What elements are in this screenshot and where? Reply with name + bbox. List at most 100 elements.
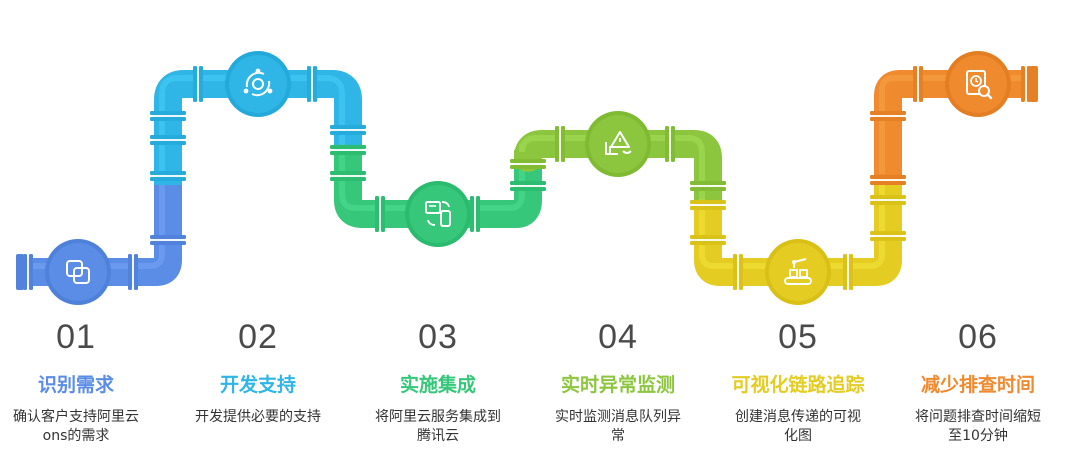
step-3-node <box>405 181 471 247</box>
pipe-ring-gap-10 <box>332 149 364 151</box>
pipe-ring-gap-11 <box>332 175 364 177</box>
step-1-description: 确认客户支持阿里云 ons的需求 <box>0 408 166 446</box>
pipe-ring-6b <box>150 241 186 245</box>
cycle-gear-icon-part-5 <box>267 88 273 94</box>
conveyor-robot-icon-part-5 <box>792 260 796 264</box>
conveyor-robot-icon <box>784 258 812 285</box>
pipe-ring-gap-18 <box>692 185 724 187</box>
pipe-ring-20b <box>690 241 726 245</box>
pipe-ring-25a <box>870 175 906 179</box>
step-1-desc-line-2: ons的需求 <box>42 428 110 444</box>
cycle-gear-icon-part-2 <box>245 71 265 88</box>
devices-sync-icon-part-5 <box>427 219 436 226</box>
pipe-ring-gap-12 <box>379 198 381 230</box>
step-1-node <box>45 239 111 305</box>
pipe-ring-gap-2 <box>132 256 134 288</box>
pipe-ring-3a <box>150 111 186 115</box>
pipe-ring-27b <box>919 66 923 102</box>
pipe-ring-gap-9 <box>332 129 364 131</box>
pipe-ring-gap-5 <box>152 175 184 177</box>
pipe-ring-1b <box>29 254 33 290</box>
step-4-node <box>585 111 651 177</box>
devices-sync-icon-part-3 <box>440 210 451 227</box>
pipe-ring-2b <box>134 254 138 290</box>
pipe-ring-23b <box>870 237 906 241</box>
pipe-ring-23a <box>870 231 906 235</box>
pipe-ring-gap-6 <box>152 239 184 241</box>
step-5-desc-line-2: 化图 <box>784 428 812 444</box>
step-2-node-fill <box>229 55 287 113</box>
cycle-gear-icon-part-6 <box>243 88 249 94</box>
step-4-desc-line-1: 实时监测消息队列异 <box>555 409 681 425</box>
pipe-ring-27a <box>913 66 917 102</box>
step-6-node <box>945 51 1011 117</box>
pipe-ring-gap-27 <box>917 68 919 100</box>
step-6-description: 将问题排查时间缩短 至10分钟 <box>888 408 1068 446</box>
pipe-ring-12b <box>381 196 385 232</box>
pipe-ring-gap-3 <box>152 115 184 117</box>
pipe-ring-18b <box>690 187 726 191</box>
step-nodes <box>45 51 1011 305</box>
pipe-ring-5b <box>150 177 186 181</box>
pipe-ring-8a <box>307 66 311 102</box>
step-5-description: 创建消息传递的可视 化图 <box>708 408 888 446</box>
pipe-ring-5a <box>150 171 186 175</box>
conveyor-robot-icon-part-3 <box>799 269 808 278</box>
pipe-ring-11a <box>330 171 366 175</box>
pipe-ring-15a <box>510 159 546 163</box>
pipe-ring-22a <box>843 254 847 290</box>
pipe-ring-4a <box>150 135 186 139</box>
step-2-description: 开发提供必要的支持 <box>168 408 348 427</box>
pipe-ring-gap-17 <box>669 128 671 160</box>
pipe-ring-11b <box>330 177 366 181</box>
pipe-ring-24b <box>870 201 906 205</box>
pipe-ring-16b <box>561 126 565 162</box>
alert-monitor-icon <box>605 131 632 155</box>
pipe-ring-gap-22 <box>847 256 849 288</box>
pipe-ring-9b <box>330 131 366 135</box>
pipe-ring-7a <box>193 66 197 102</box>
pipe-ring-4b <box>150 141 186 145</box>
pipe-ring-7b <box>199 66 203 102</box>
step-5-desc-line-1: 创建消息传递的可视 <box>735 409 861 425</box>
pipe-ring-gap-26 <box>872 115 904 117</box>
cycle-gear-icon <box>243 68 273 97</box>
copy-icon-part-2 <box>73 267 90 284</box>
alert-monitor-icon-part-1 <box>610 131 630 148</box>
pipe-ring-gap-21 <box>737 256 739 288</box>
pipe-ring-19b <box>690 206 726 210</box>
step-4-description: 实时监测消息队列异 常 <box>528 408 708 446</box>
devices-sync-icon <box>425 201 451 227</box>
pipe-ring-20a <box>690 235 726 239</box>
pipe-ring-gap-14 <box>512 185 544 187</box>
devices-sync-icon-part-1 <box>425 201 441 214</box>
pipe-ring-10a <box>330 145 366 149</box>
pipe-ring-17b <box>671 126 675 162</box>
clock-search-icon-part-4 <box>978 85 990 97</box>
pipe-ring-21a <box>733 254 737 290</box>
step-1-number: 01 <box>56 318 96 356</box>
step-6-node-fill <box>949 55 1007 113</box>
step-3-title: 实施集成 <box>399 374 476 396</box>
pipe-ring-21b <box>739 254 743 290</box>
clock-search-icon-part-5 <box>986 93 993 100</box>
pipe-endcap-right <box>1030 66 1038 102</box>
cycle-gear-icon-part-3 <box>251 80 271 97</box>
pipe-ring-17a <box>665 126 669 162</box>
pipe-segment-1 <box>22 185 182 286</box>
pipe-rings <box>16 66 1038 290</box>
step-1-desc-line-1: 确认客户支持阿里云 <box>13 409 139 425</box>
step-3-number: 03 <box>418 318 458 356</box>
pipe-ring-gap-28 <box>1025 68 1027 100</box>
step-3-desc-line-2: 腾讯云 <box>417 428 459 444</box>
step-4-title: 实时异常监测 <box>560 374 675 396</box>
step-2-title: 开发支持 <box>219 374 296 396</box>
pipe-ring-gap-8 <box>311 68 313 100</box>
pipe-ring-10b <box>330 151 366 155</box>
step-2-desc-line-1: 开发提供必要的支持 <box>195 409 321 425</box>
step-2-number: 02 <box>238 318 278 356</box>
step-5-node-fill <box>769 243 827 301</box>
pipe-ring-15b <box>510 165 546 169</box>
step-1-title: 识别需求 <box>37 374 114 396</box>
